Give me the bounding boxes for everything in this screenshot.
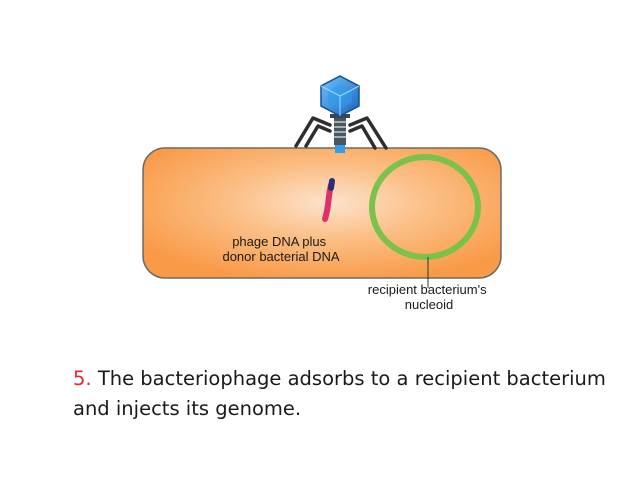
nucleoid-label: recipient bacterium's nucleoid bbox=[368, 282, 490, 312]
nucleoid-label-line2: nucleoid bbox=[405, 297, 453, 312]
bacteriophage-icon bbox=[294, 75, 388, 153]
slide-caption: 5. The bacteriophage adsorbs to a recipi… bbox=[73, 364, 613, 424]
caption-text: The bacteriophage adsorbs to a recipient… bbox=[73, 367, 606, 420]
recipient-bacterium-cell bbox=[142, 147, 502, 279]
nucleoid-label-line1: recipient bacterium's bbox=[368, 282, 487, 297]
phage-dna-label-line1: phage DNA plus bbox=[232, 234, 326, 249]
caption-step-number: 5. bbox=[73, 367, 92, 390]
injected-dna-icon bbox=[322, 178, 335, 222]
nucleoid-ring bbox=[369, 154, 481, 260]
phage-dna-label-line2: donor bacterial DNA bbox=[222, 249, 339, 264]
phage-dna-label: phage DNA plus donor bacterial DNA bbox=[222, 234, 339, 264]
